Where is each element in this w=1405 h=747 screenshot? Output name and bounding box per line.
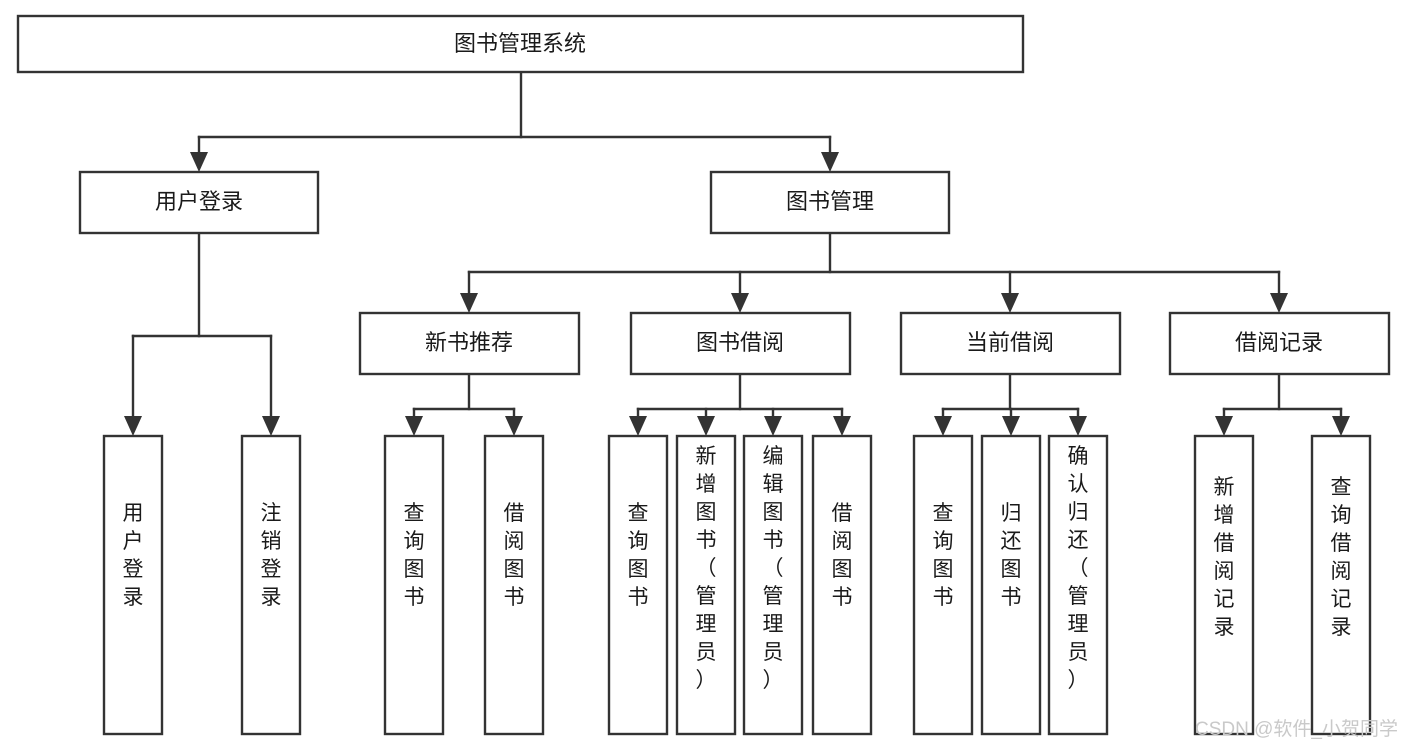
node-leaf-query-book-1-label: 查询图书 (404, 502, 425, 609)
node-leaf-user-login-box[interactable] (102, 434, 164, 736)
arrow-to-new-book-recommend (460, 293, 478, 313)
connector-layer (124, 70, 1350, 436)
node-leaf-query-book-2-box[interactable] (607, 434, 669, 736)
arrow-leaf-logout-login (262, 416, 280, 436)
watermark-label: CSDN @软件_小贺同学 (1195, 718, 1398, 740)
node-leaf-confirm-return-box[interactable] (1047, 434, 1109, 736)
node-leaf-edit-book[interactable]: 编辑图书（管理员） (742, 434, 804, 736)
node-leaf-query-book-2[interactable]: 查询图书 (607, 434, 669, 736)
node-book-borrow-box[interactable] (629, 311, 852, 376)
arrow-to-borrow-record (1270, 293, 1288, 313)
node-leaf-logout-login[interactable]: 注销登录 (240, 434, 302, 736)
node-leaf-borrow-book-1-label: 借阅图书 (504, 502, 525, 609)
node-leaf-add-record[interactable]: 新增借阅记录 (1193, 434, 1255, 736)
node-new-book-recommend-label: 新书推荐 (425, 330, 513, 355)
node-user-login-box[interactable] (78, 170, 320, 235)
node-book-manage-label: 图书管理 (786, 189, 874, 214)
node-book-borrow[interactable]: 图书借阅 (629, 311, 852, 376)
arrow-leaf-borrow-book-2 (833, 416, 851, 436)
node-book-manage[interactable]: 图书管理 (709, 170, 951, 235)
arrow-leaf-query-record (1332, 416, 1350, 436)
node-leaf-return-book[interactable]: 归还图书 (980, 434, 1042, 736)
arrow-leaf-user-login (124, 416, 142, 436)
node-leaf-return-book-label: 归还图书 (1001, 502, 1022, 609)
arrow-leaf-return-book (1002, 416, 1020, 436)
node-leaf-query-book-3[interactable]: 查询图书 (912, 434, 974, 736)
node-leaf-add-book-box[interactable] (675, 434, 737, 736)
node-current-borrow-box[interactable] (899, 311, 1122, 376)
node-leaf-query-record-label: 查询借阅记录 (1331, 476, 1352, 639)
node-leaf-add-record-label: 新增借阅记录 (1214, 476, 1235, 639)
node-leaf-borrow-book-2-box[interactable] (811, 434, 873, 736)
node-current-borrow[interactable]: 当前借阅 (899, 311, 1122, 376)
node-leaf-borrow-book-1-box[interactable] (483, 434, 545, 736)
node-leaf-add-book-label: 新增图书（管理员） (696, 445, 717, 692)
node-leaf-logout-login-box[interactable] (240, 434, 302, 736)
node-borrow-record[interactable]: 借阅记录 (1168, 311, 1391, 376)
node-leaf-user-login-label: 用户登录 (123, 502, 144, 609)
node-user-login-label: 用户登录 (155, 189, 243, 214)
node-new-book-recommend-box[interactable] (358, 311, 581, 376)
node-leaf-query-record-box[interactable] (1310, 434, 1372, 736)
node-leaf-edit-book-box[interactable] (742, 434, 804, 736)
arrow-leaf-query-book-3 (934, 416, 952, 436)
node-root[interactable]: 图书管理系统 (16, 14, 1025, 74)
node-leaf-borrow-book-2-label: 借阅图书 (832, 502, 853, 609)
node-leaf-query-book-3-label: 查询图书 (933, 502, 954, 609)
arrow-leaf-confirm-return (1069, 416, 1087, 436)
arrow-to-book-borrow (731, 293, 749, 313)
node-leaf-add-record-box[interactable] (1193, 434, 1255, 736)
arrow-to-book-manage (821, 152, 839, 172)
arrow-to-current-borrow (1001, 293, 1019, 313)
node-leaf-confirm-return-label: 确认归还（管理员） (1068, 445, 1089, 692)
node-root-box[interactable] (16, 14, 1025, 74)
node-leaf-query-book-3-box[interactable] (912, 434, 974, 736)
arrow-leaf-add-book (697, 416, 715, 436)
node-leaf-query-book-2-label: 查询图书 (628, 502, 649, 609)
node-book-manage-box[interactable] (709, 170, 951, 235)
node-leaf-borrow-book-1[interactable]: 借阅图书 (483, 434, 545, 736)
node-leaf-confirm-return[interactable]: 确认归还（管理员） (1047, 434, 1109, 736)
node-leaf-query-book-1[interactable]: 查询图书 (383, 434, 445, 736)
arrow-to-user-login (190, 152, 208, 172)
node-book-borrow-label: 图书借阅 (696, 330, 784, 355)
node-new-book-recommend[interactable]: 新书推荐 (358, 311, 581, 376)
arrow-leaf-query-book-1 (405, 416, 423, 436)
node-leaf-borrow-book-2[interactable]: 借阅图书 (811, 434, 873, 736)
node-root-label: 图书管理系统 (454, 31, 586, 56)
node-borrow-record-box[interactable] (1168, 311, 1391, 376)
arrow-leaf-add-record (1215, 416, 1233, 436)
node-user-login[interactable]: 用户登录 (78, 170, 320, 235)
arrow-leaf-edit-book (764, 416, 782, 436)
node-current-borrow-label: 当前借阅 (966, 330, 1054, 355)
node-leaf-edit-book-label: 编辑图书（管理员） (763, 445, 784, 692)
node-leaf-user-login[interactable]: 用户登录 (102, 434, 164, 736)
arrow-leaf-query-book-2 (629, 416, 647, 436)
node-leaf-query-record[interactable]: 查询借阅记录 (1310, 434, 1372, 736)
arrow-leaf-borrow-book-1 (505, 416, 523, 436)
node-borrow-record-label: 借阅记录 (1235, 330, 1323, 355)
node-leaf-query-book-1-box[interactable] (383, 434, 445, 736)
node-leaf-add-book[interactable]: 新增图书（管理员） (675, 434, 737, 736)
node-leaf-return-book-box[interactable] (980, 434, 1042, 736)
node-leaf-logout-login-label: 注销登录 (261, 502, 282, 609)
